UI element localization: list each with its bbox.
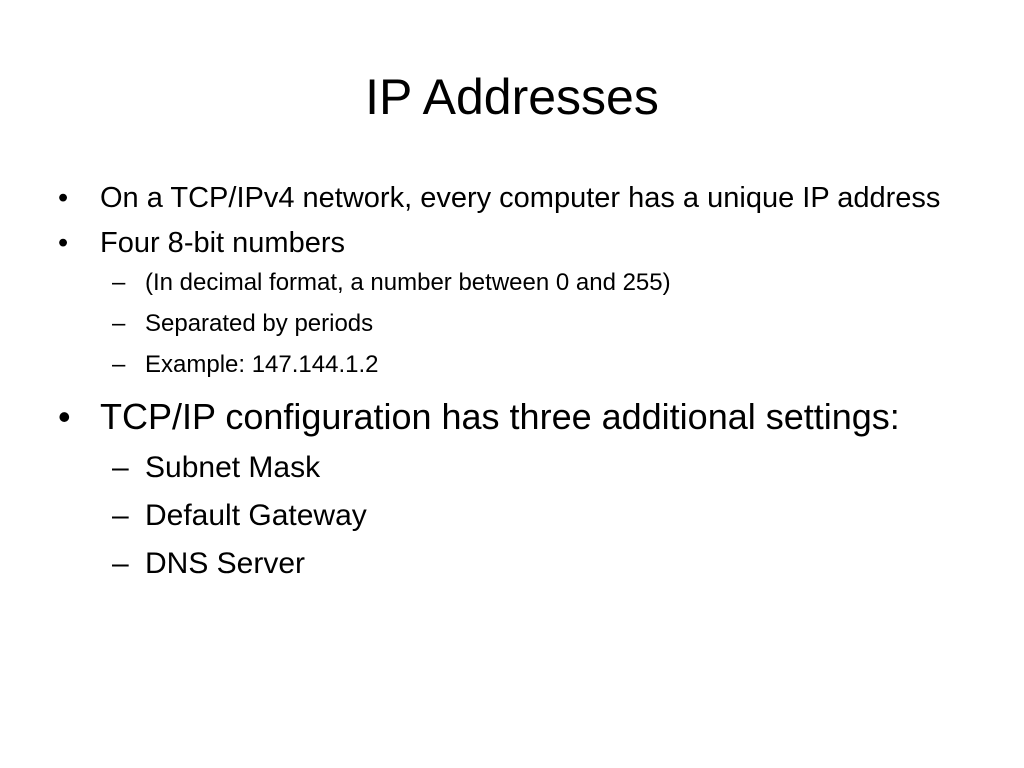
- sub-bullet-text: Default Gateway: [145, 499, 367, 532]
- sub-bullet-separated-by-periods: – Separated by periods: [58, 303, 978, 344]
- bullet-item-configuration: • TCP/IP configuration has three additio…: [58, 395, 978, 438]
- dash-icon: –: [112, 547, 129, 580]
- bullet-text: On a TCP/IPv4 network, every computer ha…: [100, 182, 941, 214]
- sub-bullet-text: Subnet Mask: [145, 451, 321, 484]
- dash-icon: –: [112, 351, 126, 378]
- bullet-item-four-numbers: • Four 8-bit numbers: [58, 225, 978, 262]
- sub-bullet-text: Separated by periods: [145, 310, 374, 337]
- sub-bullet-dns-server: – DNS Server: [58, 540, 978, 588]
- dash-icon: –: [112, 451, 129, 484]
- sub-bullet-text: DNS Server: [145, 547, 306, 580]
- sub-bullet-text: (In decimal format, a number between 0 a…: [145, 269, 671, 296]
- sub-bullet-text: Example: 147.144.1.2: [145, 351, 379, 378]
- bullet-icon: •: [58, 182, 69, 214]
- dash-icon: –: [112, 310, 126, 337]
- bullet-text: TCP/IP configuration has three additiona…: [100, 396, 900, 437]
- bullet-icon: •: [58, 396, 71, 437]
- sub-bullet-subnet-mask: – Subnet Mask: [58, 444, 978, 492]
- bullet-text: Four 8-bit numbers: [100, 227, 345, 259]
- bullet-item-unique-ip: • On a TCP/IPv4 network, every computer …: [58, 180, 978, 217]
- sub-bullet-example: – Example: 147.144.1.2: [58, 344, 978, 385]
- dash-icon: –: [112, 499, 129, 532]
- dash-icon: –: [112, 269, 126, 296]
- sub-bullet-decimal-format: – (In decimal format, a number between 0…: [58, 262, 978, 303]
- sub-bullet-default-gateway: – Default Gateway: [58, 492, 978, 540]
- slide-title: IP Addresses: [365, 69, 659, 125]
- slide-body: • On a TCP/IPv4 network, every computer …: [58, 180, 978, 588]
- bullet-icon: •: [58, 227, 69, 259]
